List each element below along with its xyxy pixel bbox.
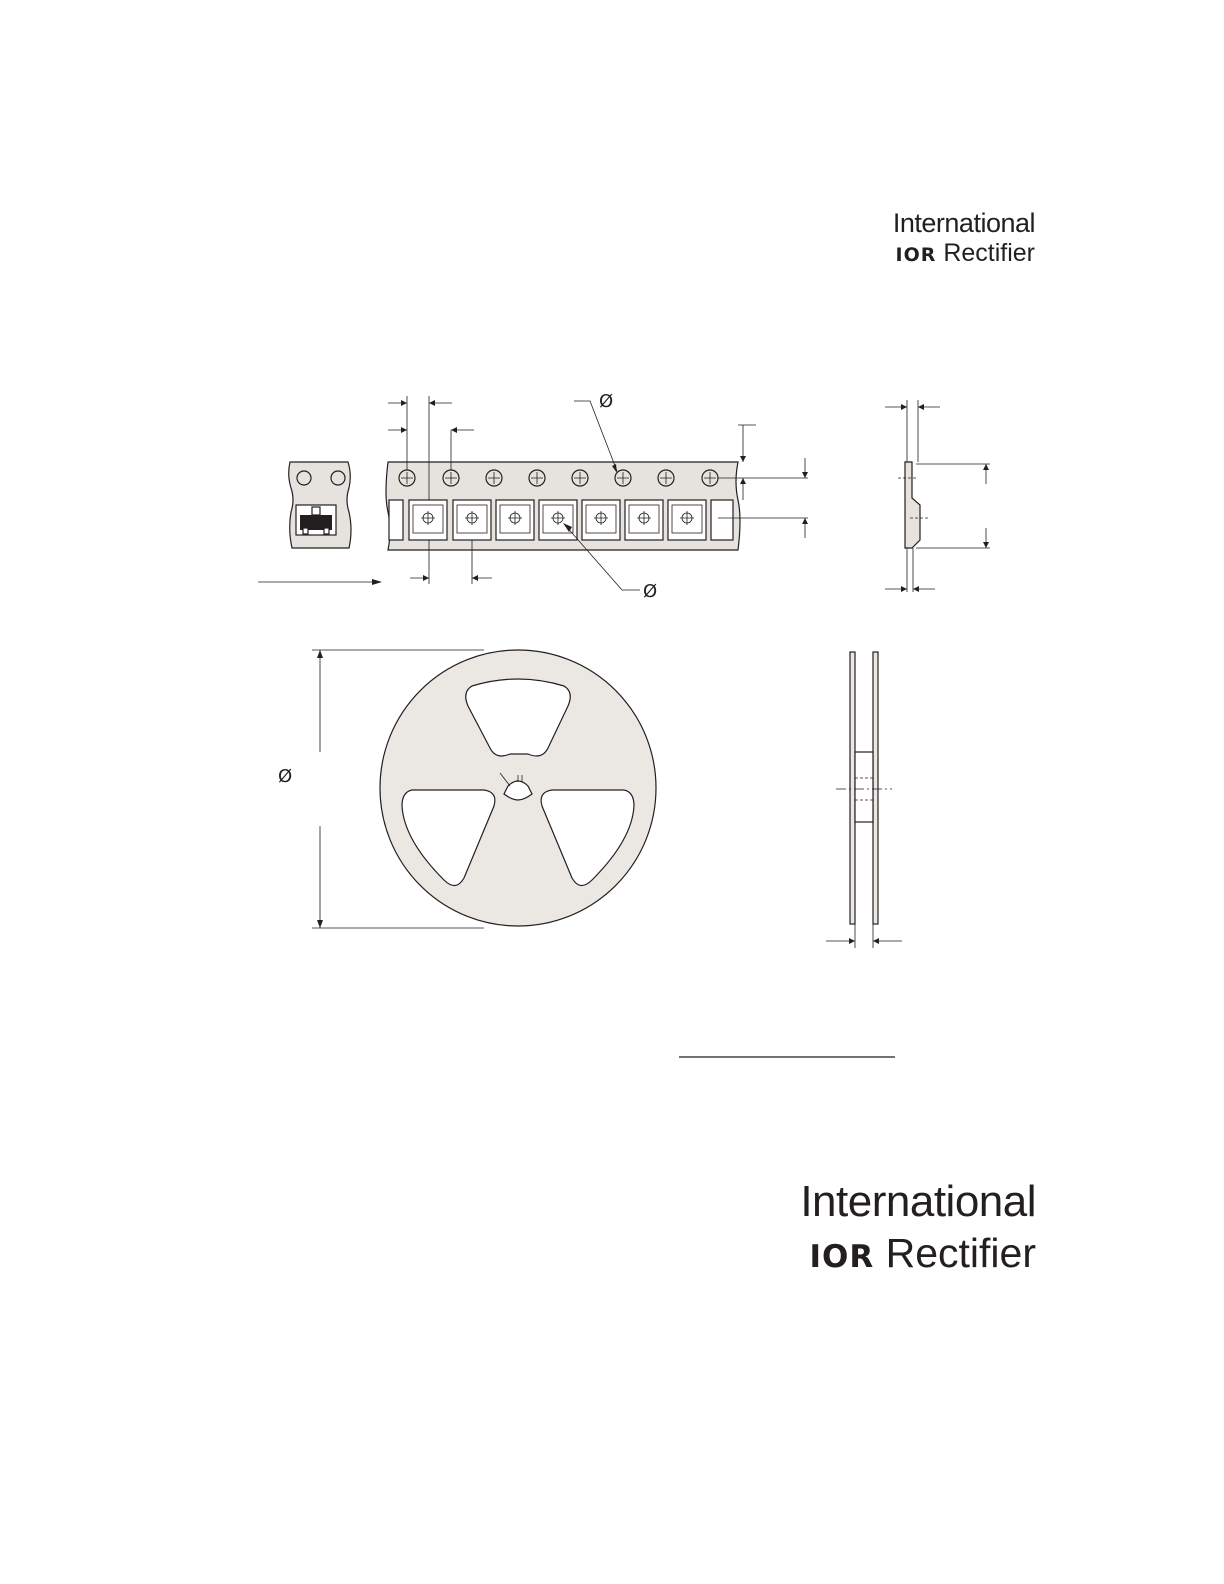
- diameter-symbol-pocket: Ø: [643, 581, 657, 602]
- header-logo-line2-text: Rectifier: [943, 239, 1035, 267]
- footer-logo-line2: IOR Rectifier: [760, 1228, 1036, 1282]
- reel-side-view: [826, 651, 902, 948]
- header-logo: International IOR Rectifier: [860, 208, 1036, 270]
- footer-logo-line2-text: Rectifier: [885, 1230, 1036, 1276]
- pockets: [388, 499, 734, 541]
- carrier-tape: Ø Ø: [385, 391, 808, 602]
- footer-logo-brand-mark: IOR: [809, 1239, 875, 1275]
- tape-side-view: [885, 400, 990, 592]
- diameter-symbol-sprocket: Ø: [599, 391, 613, 412]
- header-logo-line2: IOR Rectifier: [860, 238, 1036, 270]
- diameter-symbol-reel: Ø: [278, 766, 292, 787]
- footer-logo: International IOR Rectifier: [760, 1176, 1036, 1282]
- reel-front-view: Ø: [278, 649, 657, 929]
- header-logo-brand-mark: IOR: [895, 244, 937, 266]
- footer-logo-line1: International: [800, 1177, 1036, 1226]
- header-logo-line1: International: [892, 208, 1036, 238]
- sprocket-holes: [398, 469, 719, 487]
- pocket-detail: [258, 461, 382, 585]
- tape-dimensions: [388, 396, 808, 591]
